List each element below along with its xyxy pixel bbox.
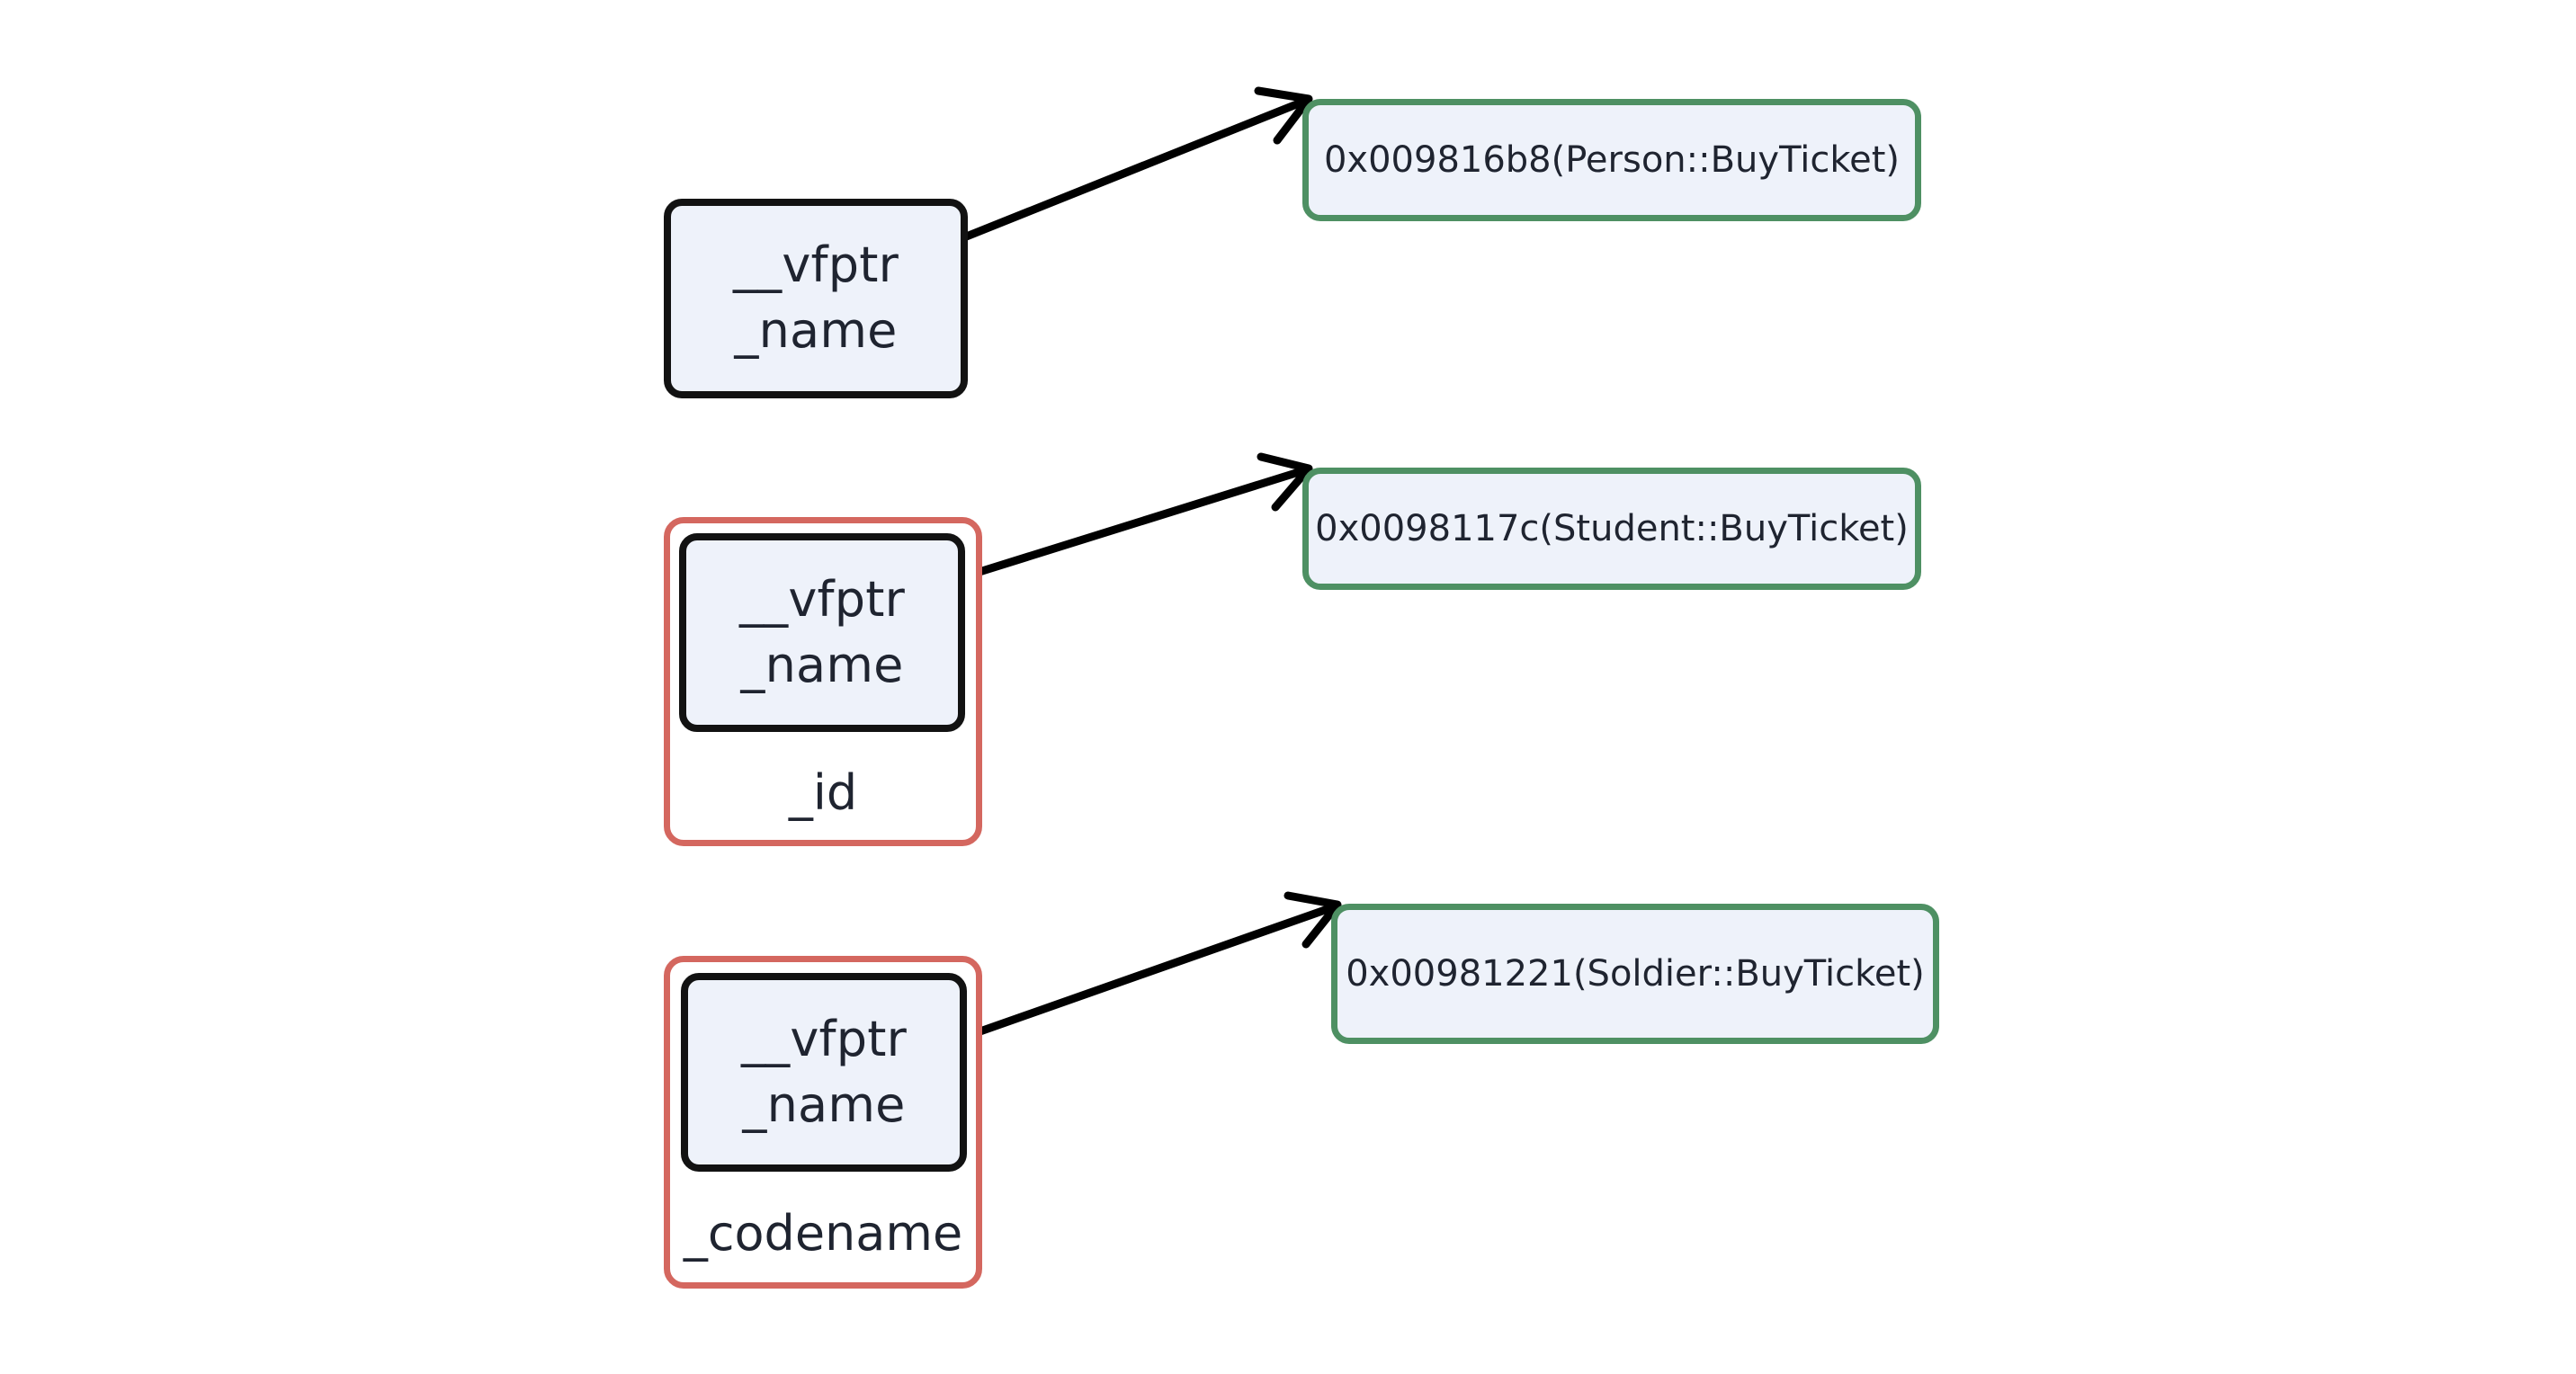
- object-box-soldier[interactable]: __vfptr _name _codename: [664, 956, 982, 1289]
- vtable-entry-label-person: 0x009816b8(Person::BuyTicket): [1323, 139, 1901, 181]
- field-vfptr-person: __vfptr: [732, 236, 899, 294]
- vtable-entry-soldier[interactable]: 0x00981221(Soldier::BuyTicket): [1331, 904, 1939, 1044]
- object-base-subobject-student[interactable]: __vfptr _name: [679, 533, 965, 732]
- field-name-soldier: _name: [742, 1075, 906, 1133]
- field-name-person: _name: [734, 302, 898, 359]
- object-box-person[interactable]: __vfptr _name: [664, 199, 968, 398]
- vtable-entry-person[interactable]: 0x009816b8(Person::BuyTicket): [1302, 99, 1921, 221]
- object-base-subobject-soldier[interactable]: __vfptr _name: [681, 973, 967, 1172]
- field-vfptr-student: __vfptr: [738, 570, 906, 628]
- field-id-student: _id: [788, 764, 858, 821]
- field-codename-soldier: _codename: [683, 1205, 963, 1262]
- vtable-entry-label-student: 0x0098117c(Student::BuyTicket): [1315, 508, 1909, 549]
- vtable-entry-student[interactable]: 0x0098117c(Student::BuyTicket): [1302, 468, 1921, 590]
- arrow-soldier-vfptr: [922, 891, 1342, 1055]
- arrow-person-vfptr: [906, 86, 1313, 263]
- field-name-student: _name: [740, 636, 904, 693]
- vtable-entry-label-soldier: 0x00981221(Soldier::BuyTicket): [1346, 953, 1925, 995]
- object-box-student[interactable]: __vfptr _name _id: [664, 517, 982, 846]
- field-vfptr-soldier: __vfptr: [740, 1010, 908, 1067]
